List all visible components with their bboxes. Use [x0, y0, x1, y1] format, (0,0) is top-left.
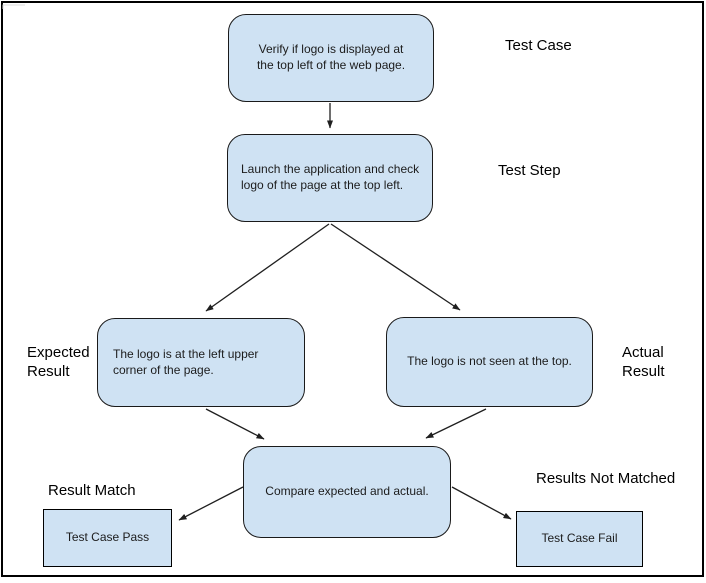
node-expected-result: The logo is at the left upper corner of … [97, 318, 305, 407]
node-test-case-pass-text: Test Case Pass [65, 530, 150, 545]
label-result-match: Result Match [48, 482, 136, 499]
node-test-case: Verify if logo is displayed at the top l… [228, 14, 434, 102]
edge-expected-result-to-compare [205, 408, 265, 440]
edge-actual-result-to-compare [425, 408, 487, 439]
label-results-not-matched: Results Not Matched [536, 470, 676, 487]
node-actual-result: The logo is not seen at the top. [386, 317, 593, 407]
node-expected-result-text: The logo is at the left upper corner of … [113, 346, 259, 377]
node-test-case-pass: Test Case Pass [43, 509, 172, 567]
node-test-case-fail-text: Test Case Fail [541, 531, 618, 546]
edge-compare-to-test-case-pass [178, 486, 244, 521]
edge-test-step-to-actual-result [330, 223, 461, 311]
label-test-step: Test Step [498, 162, 561, 179]
label-actual-result: Actual Result [622, 344, 665, 380]
node-actual-result-text: The logo is not seen at the top. [407, 354, 572, 369]
node-test-step: Launch the application and check logo of… [227, 134, 433, 222]
stray-mark [2, 4, 25, 9]
node-test-step-text: Launch the application and check logo of… [241, 162, 420, 192]
label-expected-result: Expected Result [27, 344, 90, 380]
label-test-case: Test Case [505, 37, 572, 54]
node-test-case-text: Verify if logo is displayed at the top l… [256, 42, 406, 72]
edge-compare-to-test-case-fail [451, 486, 512, 520]
edge-test-step-to-expected-result [205, 223, 330, 312]
node-test-case-fail: Test Case Fail [516, 511, 643, 567]
node-compare: Compare expected and actual. [243, 446, 451, 538]
node-compare-text: Compare expected and actual. [265, 484, 429, 499]
